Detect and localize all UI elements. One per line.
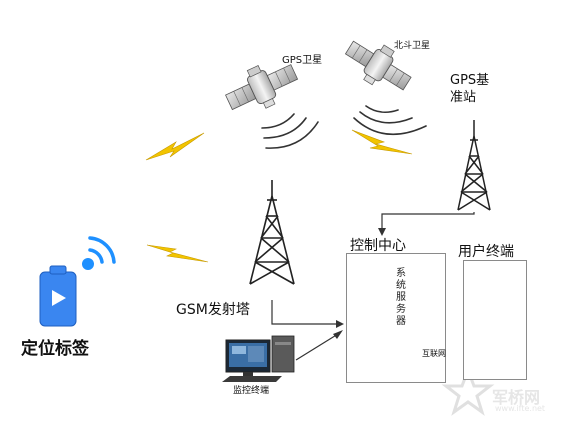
internet-label: 互联网: [422, 349, 446, 358]
watermark-url: www.ifte.net: [495, 404, 546, 413]
lightning-bolt-icon: [145, 132, 205, 161]
gps-satellite-signal-waves: [261, 113, 319, 149]
lightning-bolt-icon-3: [146, 244, 209, 263]
location-tag-signal-icon: [82, 236, 116, 270]
system-server-label: 系统服务器: [396, 268, 406, 327]
monitor-terminal-label: 监控终端: [233, 386, 270, 396]
gsm-tower-icon: [249, 180, 295, 285]
arrowheads: [333, 228, 386, 339]
location-tag-label: 定位标签: [21, 339, 89, 359]
gps-satellite-label: GPS卫星: [282, 55, 323, 66]
monitor-terminal-computer-icon: [222, 335, 295, 382]
beidou-satellite-signal-waves: [353, 105, 427, 136]
gps-base-station-tower-icon: [457, 120, 491, 211]
location-tag-device-icon: [39, 265, 77, 327]
control-center-box: [346, 253, 446, 383]
watermark-star-icon: [441, 365, 495, 416]
gsm-tower-label: GSM发射塔: [176, 302, 250, 318]
user-terminal-box: [463, 260, 527, 380]
beidou-satellite-label: 北斗卫星: [394, 41, 431, 51]
gps-satellite-icon: [225, 64, 299, 111]
gps-base-station-label: GPS基 准站: [450, 73, 490, 105]
user-terminal-label: 用户终端: [458, 244, 514, 260]
beidou-satellite-icon: [344, 40, 412, 91]
watermark-text: 军桥网: [492, 388, 541, 407]
connection-lines: [271, 212, 475, 361]
lightning-bolt-icon-2: [351, 129, 413, 155]
control-center-label: 控制中心: [350, 238, 406, 254]
